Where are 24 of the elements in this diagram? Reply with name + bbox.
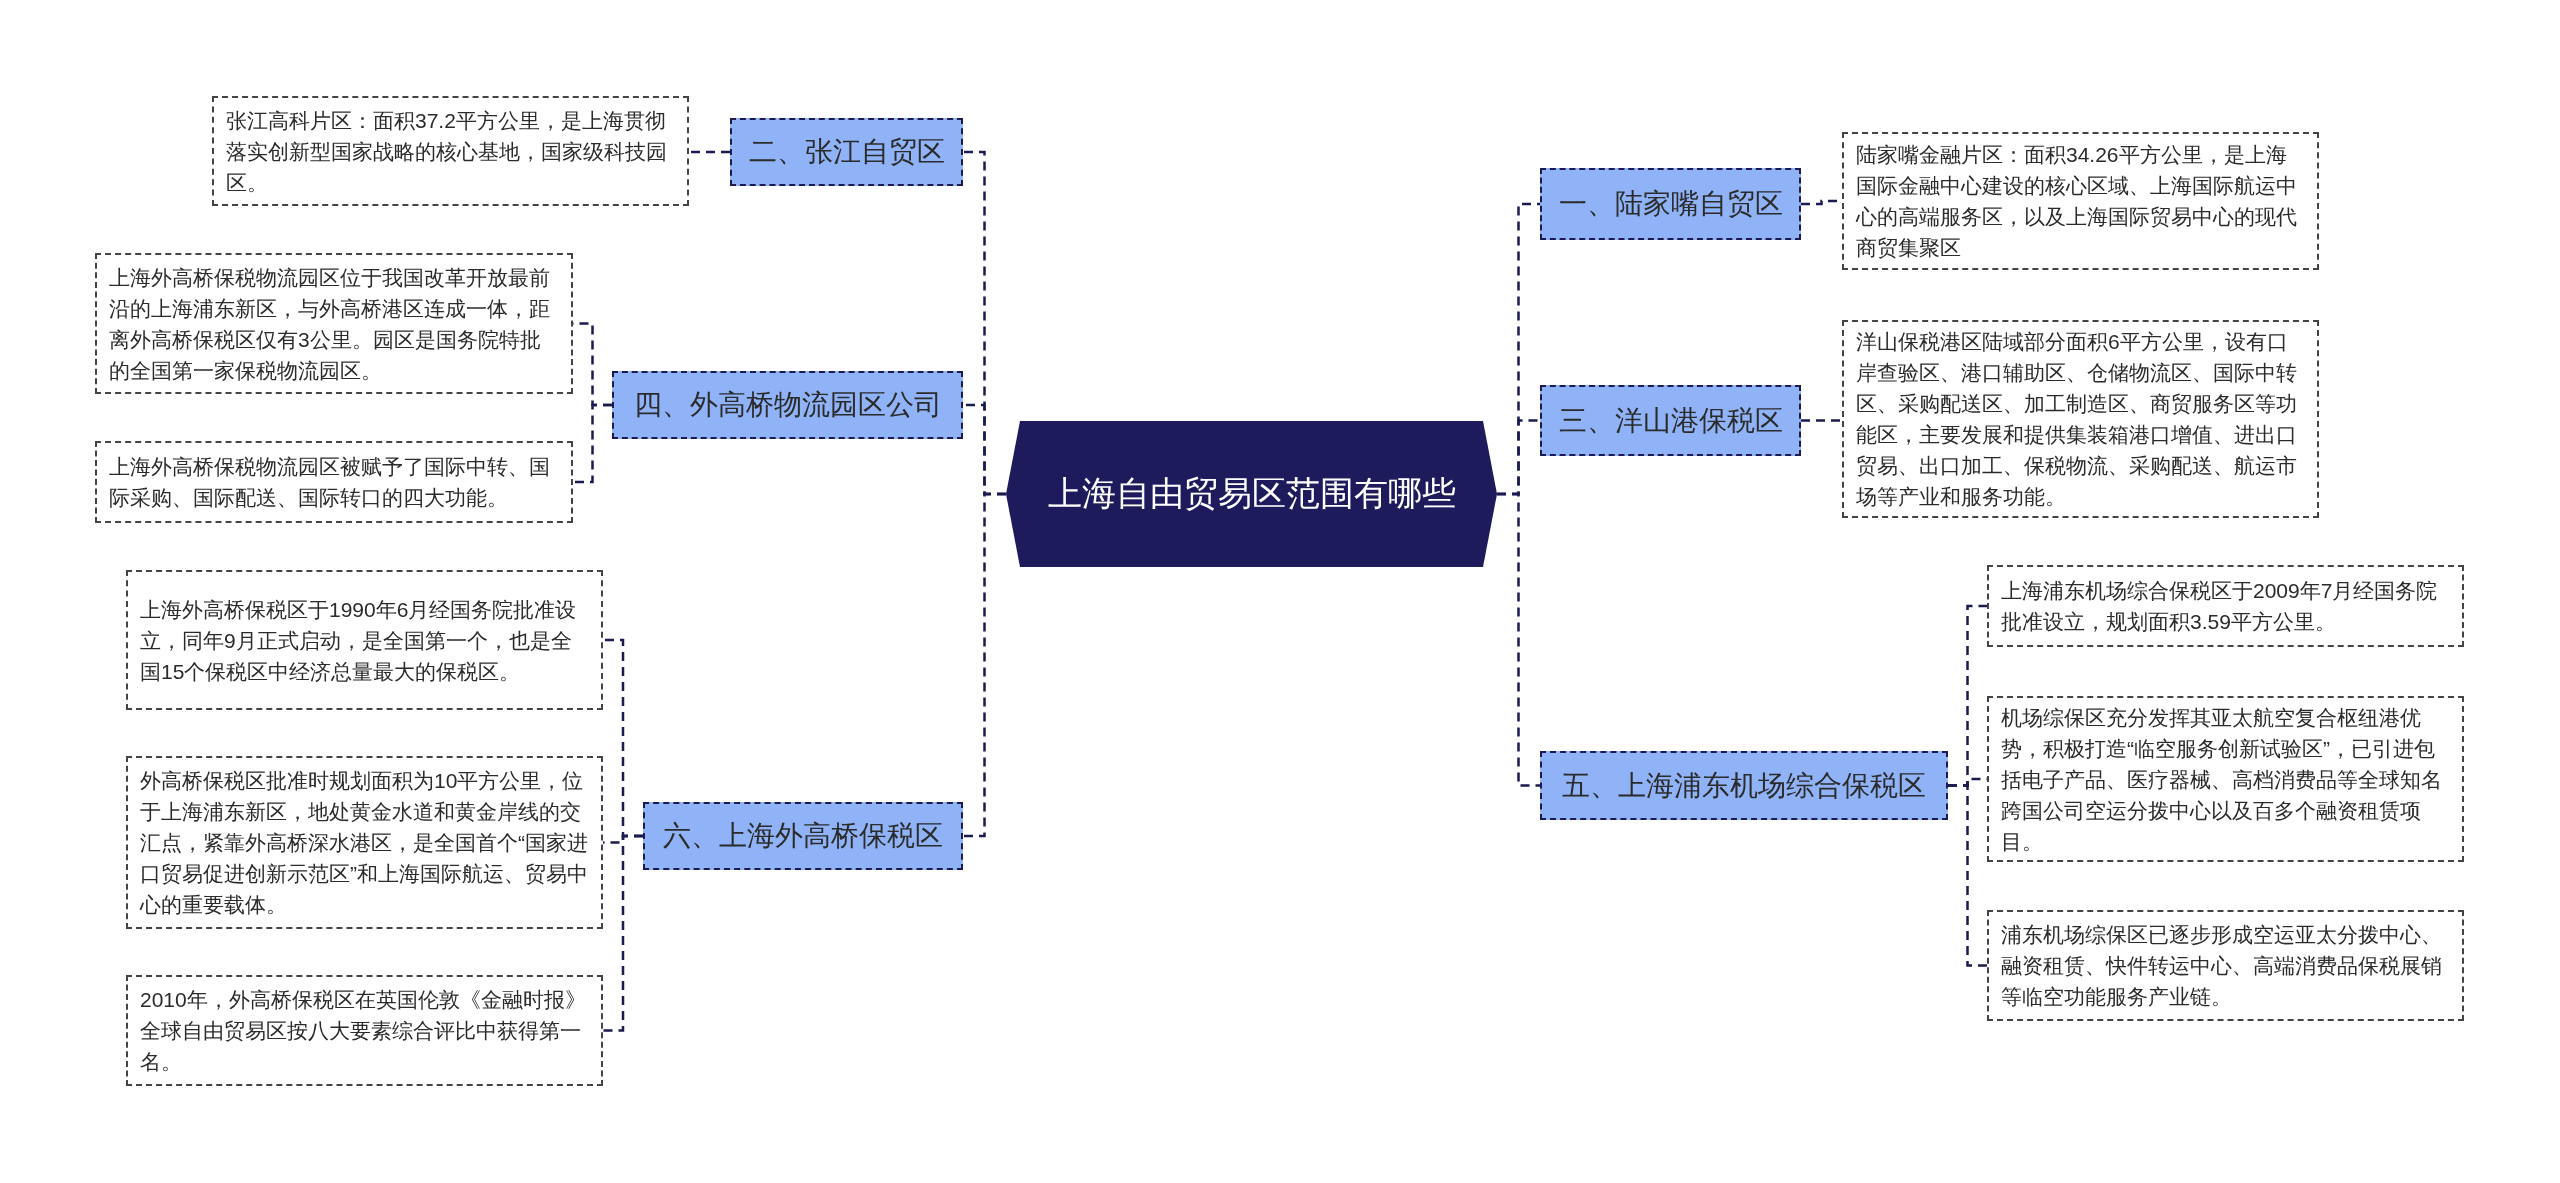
- connector-line: [689, 150, 730, 154]
- topic-box: 二、张江自贸区: [730, 118, 963, 186]
- note-box: 机场综保区充分发挥其亚太航空复合枢纽港优势，积极打造“临空服务创新试验区”，已引进包括电子产品、医疗器械、高档消费品等全球知名跨国公司空运分拨中心以及百多个融资租赁项目。: [1987, 696, 2464, 862]
- note-box: 上海外高桥保税区于1990年6月经国务院批准设立，同年9月正式启动，是全国第一个，也是全国15个保税区中经济总量最大的保税区。: [126, 570, 603, 710]
- note-box: 浦东机场综保区已逐步形成空运亚太分拨中心、融资租赁、快件转运中心、高端消费品保税展销等临空功能服务产业链。: [1987, 910, 2464, 1021]
- note-box: 上海浦东机场综合保税区于2009年7月经国务院批准设立，规划面积3.59平方公里。: [1987, 565, 2464, 647]
- note-box: 洋山保税港区陆域部分面积6平方公里，设有口岸查验区、港口辅助区、仓储物流区、国际中转区、采购配送区、加工制造区、商贸服务区等功能区，主要发展和提供集装箱港口增值、进出口贸易、出口加工、保税物流、采购配送、航运市场等产业和服务功能。: [1842, 320, 2319, 518]
- note-box: 2010年，外高桥保税区在英国伦敦《金融时报》全球自由贸易区按八大要素综合评比中获得第一名。: [126, 975, 603, 1086]
- note-box: 外高桥保税区批准时规划面积为10平方公里，位于上海浦东新区，地处黄金水道和黄金岸线的交汇点，紧靠外高桥深水港区，是全国首个“国家进口贸易促进创新示范区”和上海国际航运、贸易中心的重要载体。: [126, 756, 603, 929]
- note-box: 陆家嘴金融片区：面积34.26平方公里，是上海国际金融中心建设的核心区域、上海国际航运中心的高端服务区，以及上海国际贸易中心的现代商贸集聚区: [1842, 132, 2319, 270]
- note-box: 上海外高桥保税物流园区位于我国改革开放最前沿的上海浦东新区，与外高桥港区连成一体，距离外高桥保税区仅有3公里。园区是国务院特批的全国第一家保税物流园区。: [95, 253, 573, 394]
- connector-line: [1948, 784, 1987, 967]
- connector-line: [1801, 419, 1842, 422]
- topic-box: 五、上海浦东机场综合保税区: [1540, 751, 1948, 820]
- note-box: 上海外高桥保税物流园区被赋予了国际中转、国际采购、国际配送、国际转口的四大功能。: [95, 441, 573, 523]
- connector-line: [1497, 492, 1540, 787]
- connector-line: [573, 403, 612, 484]
- connector-line: [603, 834, 643, 1032]
- note-box: 张江高科片区：面积37.2平方公里，是上海贯彻落实创新型国家战略的核心基地，国家级科技园区。: [212, 96, 689, 206]
- connector-line: [963, 492, 1006, 838]
- topic-box: 一、陆家嘴自贸区: [1540, 168, 1801, 240]
- topic-box: 四、外高桥物流园区公司: [612, 371, 963, 439]
- topic-box: 六、上海外高桥保税区: [643, 802, 963, 870]
- topic-box: 三、洋山港保税区: [1540, 385, 1801, 456]
